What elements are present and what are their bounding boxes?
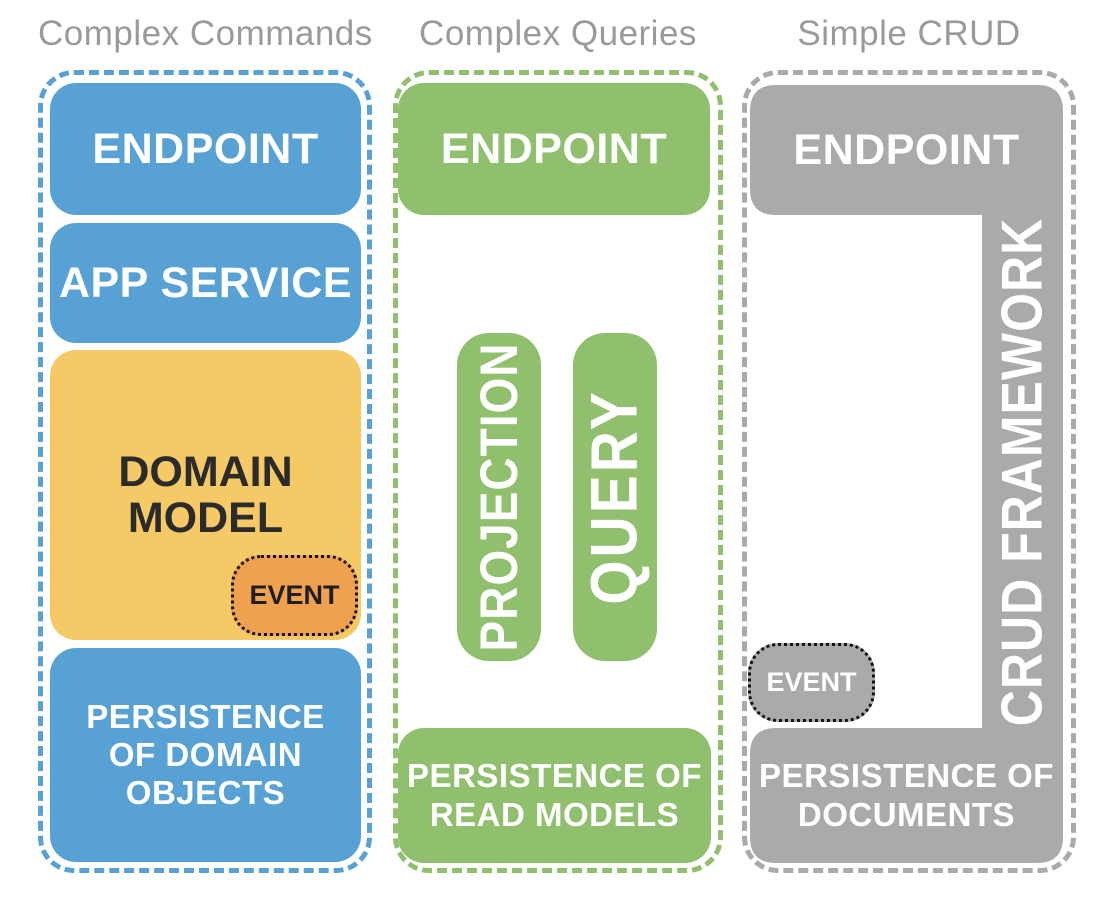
event-badge-domain: EVENT	[231, 555, 358, 636]
persistence-read-models-box: PERSISTENCE OF READ MODELS	[398, 728, 711, 863]
crud-framework-label: CRUD FRAMEWORK	[990, 217, 1055, 726]
complex-queries-group-frame	[393, 70, 723, 873]
event-badge-crud: EVENT	[748, 643, 875, 722]
persistence-documents-label: PERSISTENCE OF DOCUMENTS	[759, 757, 1054, 833]
app-service-box: APP SERVICE	[50, 223, 361, 343]
column-title-complex-queries: Complex Queries	[419, 14, 697, 53]
query-label: QUERY	[578, 389, 652, 605]
crud-bracket-path	[750, 85, 1063, 863]
column-title-complex-commands: Complex Commands	[38, 14, 373, 53]
crud-bracket-shape	[750, 85, 1063, 863]
endpoint-box-queries: ENDPOINT	[398, 83, 710, 215]
query-bar: QUERY	[573, 333, 657, 661]
endpoint-box-commands: ENDPOINT	[50, 83, 361, 215]
persistence-domain-objects-box: PERSISTENCE OF DOMAIN OBJECTS	[50, 648, 361, 862]
crud-framework-bar: CRUD FRAMEWORK	[982, 215, 1063, 728]
column-title-simple-crud: Simple CRUD	[797, 14, 1021, 53]
endpoint-label-crud: ENDPOINT	[793, 125, 1020, 174]
projection-bar: PROJECTION	[457, 333, 541, 661]
simple-crud-group-frame	[742, 70, 1076, 873]
complex-commands-group-frame	[38, 70, 372, 873]
projection-label: PROJECTION	[469, 342, 529, 652]
domain-model-box: DOMAIN MODEL	[50, 350, 361, 640]
